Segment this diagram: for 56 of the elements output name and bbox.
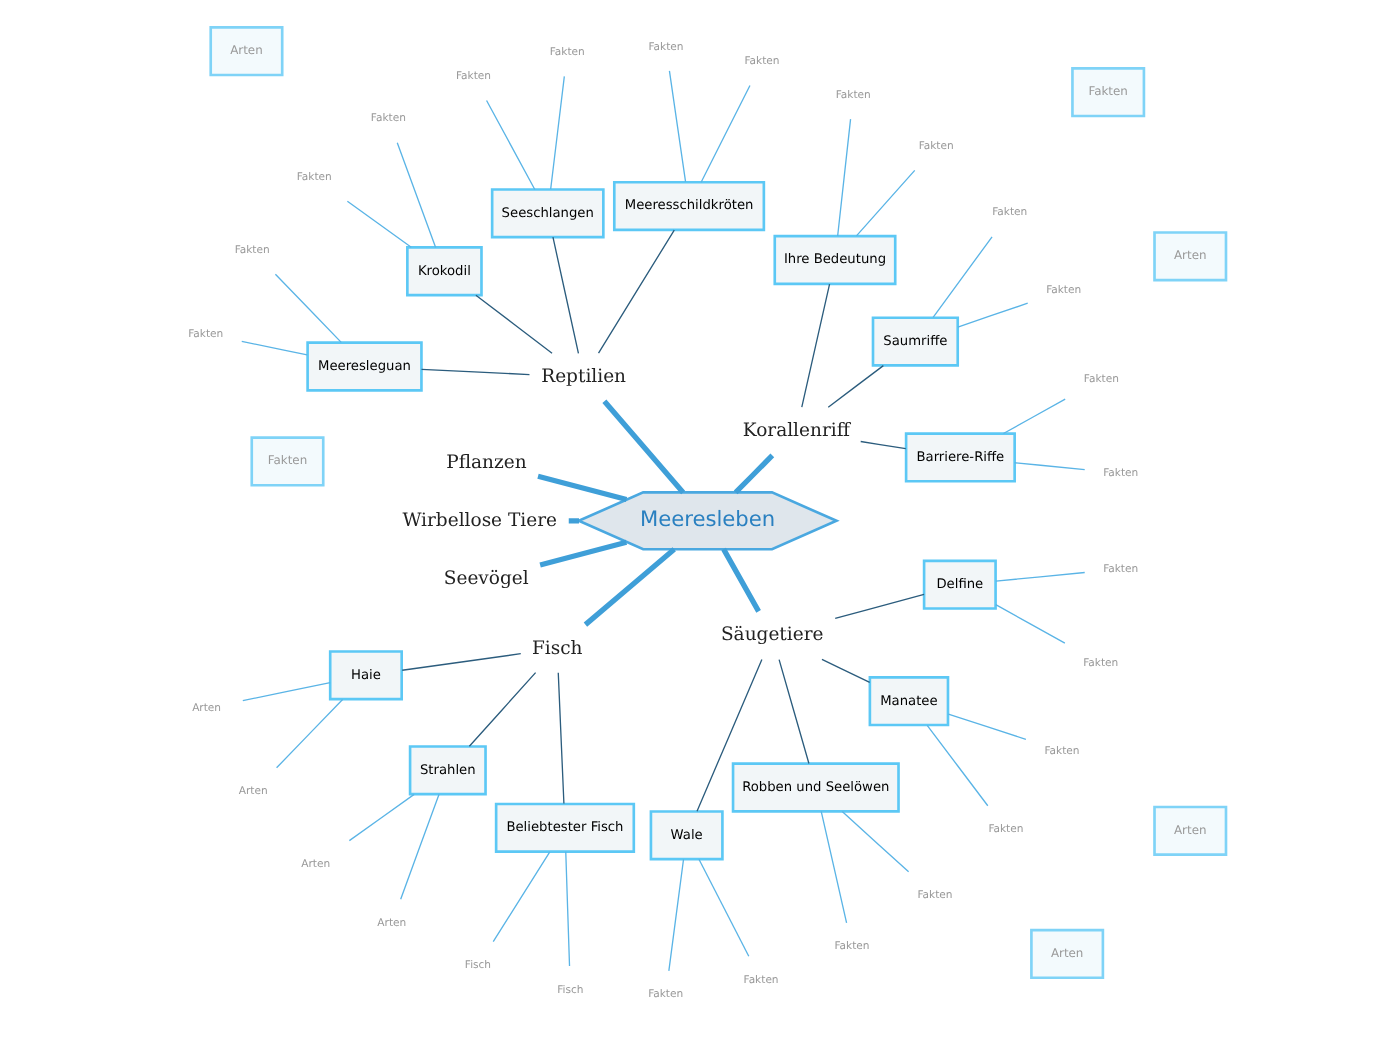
- connector: [596, 228, 674, 353]
- connector: [567, 517, 578, 523]
- connector: [556, 671, 564, 804]
- connector: [699, 83, 750, 182]
- connector: [956, 301, 1028, 327]
- connector: [419, 367, 530, 375]
- connector: [854, 168, 915, 236]
- node-text: Korallenriff: [741, 419, 849, 442]
- connector: [819, 809, 847, 923]
- connector: [564, 850, 570, 966]
- node-text: Reptilien: [540, 365, 626, 388]
- connector: [240, 339, 307, 355]
- connector: [859, 439, 906, 449]
- connector: [732, 452, 774, 494]
- connector: [347, 792, 414, 841]
- connector: [820, 657, 870, 682]
- connector: [697, 857, 749, 956]
- connector: [345, 199, 411, 247]
- connector: [399, 792, 439, 899]
- node-text: Seevögel: [442, 567, 528, 590]
- connector: [538, 538, 627, 567]
- connector: [551, 235, 579, 354]
- connector: [994, 570, 1085, 581]
- connector: [931, 235, 992, 317]
- connector: [467, 671, 536, 746]
- connector: [720, 546, 760, 612]
- connector: [833, 592, 924, 619]
- connector: [491, 850, 550, 942]
- connector: [273, 272, 341, 343]
- connector: [1013, 461, 1085, 470]
- connector: [777, 657, 809, 764]
- connector: [601, 398, 685, 494]
- connector: [800, 282, 830, 407]
- connector: [549, 74, 564, 189]
- connector: [925, 723, 988, 806]
- connector: [395, 141, 436, 248]
- connector: [474, 293, 552, 353]
- node-text: Pflanzen: [445, 450, 526, 473]
- node-text: Wirbellose Tiere: [401, 508, 556, 531]
- connector: [667, 69, 686, 182]
- connector: [946, 712, 1026, 740]
- connector: [1001, 397, 1065, 434]
- connector: [484, 98, 535, 190]
- connector: [582, 546, 675, 626]
- connector: [274, 697, 343, 768]
- connector: [826, 364, 884, 407]
- connector: [241, 681, 330, 701]
- node-text: Säugetiere: [719, 623, 823, 646]
- connector: [695, 657, 762, 811]
- node-text: Fisch: [530, 636, 582, 659]
- connector: [400, 652, 521, 670]
- connector: [536, 472, 627, 502]
- connector: [840, 809, 909, 872]
- connector: [667, 857, 684, 971]
- connector: [994, 603, 1065, 643]
- connector: [836, 117, 851, 236]
